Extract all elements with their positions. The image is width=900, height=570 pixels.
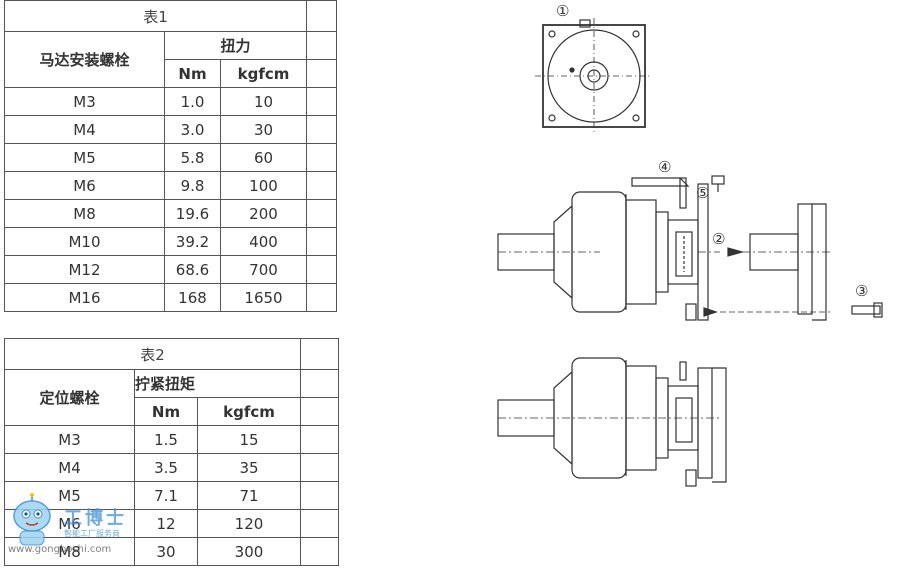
bolt-cell: M12 <box>4 255 165 284</box>
assembly-exploded-view <box>497 175 883 321</box>
bolt-cell: M3 <box>4 425 135 454</box>
table1-torque-header: 扭力 <box>164 31 307 60</box>
nm-cell: 5.8 <box>164 143 221 172</box>
kgfcm-cell: 700 <box>220 255 307 284</box>
kgfcm-cell: 120 <box>197 509 301 538</box>
kgfcm-cell: 35 <box>197 453 301 482</box>
bolt-cell: M4 <box>4 115 165 144</box>
watermark-tagline: 智能工厂服务商 <box>64 529 120 538</box>
table1-bolt-header: 马达安装螺栓 <box>4 31 165 88</box>
watermark: 工博士 智能工厂服务商 www.gongboshi.com <box>6 492 156 566</box>
watermark-brand: 工博士 <box>64 508 127 529</box>
table1-unit-kgfcm: kgfcm <box>220 59 307 88</box>
gearbox-assembly-drawing: ① ② ③ ④ ⑤ <box>497 2 883 487</box>
table2-unit-nm: Nm <box>134 397 198 426</box>
callout-4: ④ <box>658 158 671 176</box>
kgfcm-cell: 200 <box>220 199 307 228</box>
nm-cell: 1.5 <box>134 425 198 454</box>
table1-caption: 表1 <box>4 0 307 32</box>
nm-cell: 68.6 <box>164 255 221 284</box>
robot-mascot-icon <box>13 493 51 546</box>
table2-torque-header: 拧紧扭矩 <box>134 369 301 398</box>
motor-front-view <box>535 18 652 134</box>
nm-cell: 39.2 <box>164 227 221 256</box>
kgfcm-cell: 10 <box>220 87 307 116</box>
nm-cell: 9.8 <box>164 171 221 200</box>
table2-unit-kgfcm: kgfcm <box>197 397 301 426</box>
kgfcm-cell: 60 <box>220 143 307 172</box>
nm-cell: 30 <box>134 537 198 566</box>
bolt-cell: M6 <box>4 171 165 200</box>
bolt-cell: M5 <box>4 143 165 172</box>
kgfcm-cell: 15 <box>197 425 301 454</box>
nm-cell: 3.5 <box>134 453 198 482</box>
bolt-cell: M8 <box>4 199 165 228</box>
kgfcm-cell: 30 <box>220 115 307 144</box>
bolt-cell: M3 <box>4 87 165 116</box>
table2-bolt-header: 定位螺栓 <box>4 369 135 426</box>
table1-unit-nm: Nm <box>164 59 221 88</box>
callout-3: ③ <box>855 282 868 300</box>
watermark-url: www.gongboshi.com <box>8 544 112 555</box>
kgfcm-cell: 300 <box>197 537 301 566</box>
nm-cell: 19.6 <box>164 199 221 228</box>
kgfcm-cell: 1650 <box>220 283 307 312</box>
callout-5: ⑤ <box>696 184 709 202</box>
kgfcm-cell: 100 <box>220 171 307 200</box>
nm-cell: 3.0 <box>164 115 221 144</box>
kgfcm-cell: 71 <box>197 481 301 510</box>
nm-cell: 12 <box>134 509 198 538</box>
bolt-cell: M16 <box>4 283 165 312</box>
callout-2: ② <box>712 230 725 248</box>
bolt-cell: M4 <box>4 453 135 482</box>
callout-1: ① <box>556 2 569 20</box>
kgfcm-cell: 400 <box>220 227 307 256</box>
nm-cell: 1.0 <box>164 87 221 116</box>
nm-cell: 168 <box>164 283 221 312</box>
assembled-view <box>497 357 727 487</box>
nm-cell: 7.1 <box>134 481 198 510</box>
table2-caption: 表2 <box>4 338 301 370</box>
bolt-cell: M10 <box>4 227 165 256</box>
